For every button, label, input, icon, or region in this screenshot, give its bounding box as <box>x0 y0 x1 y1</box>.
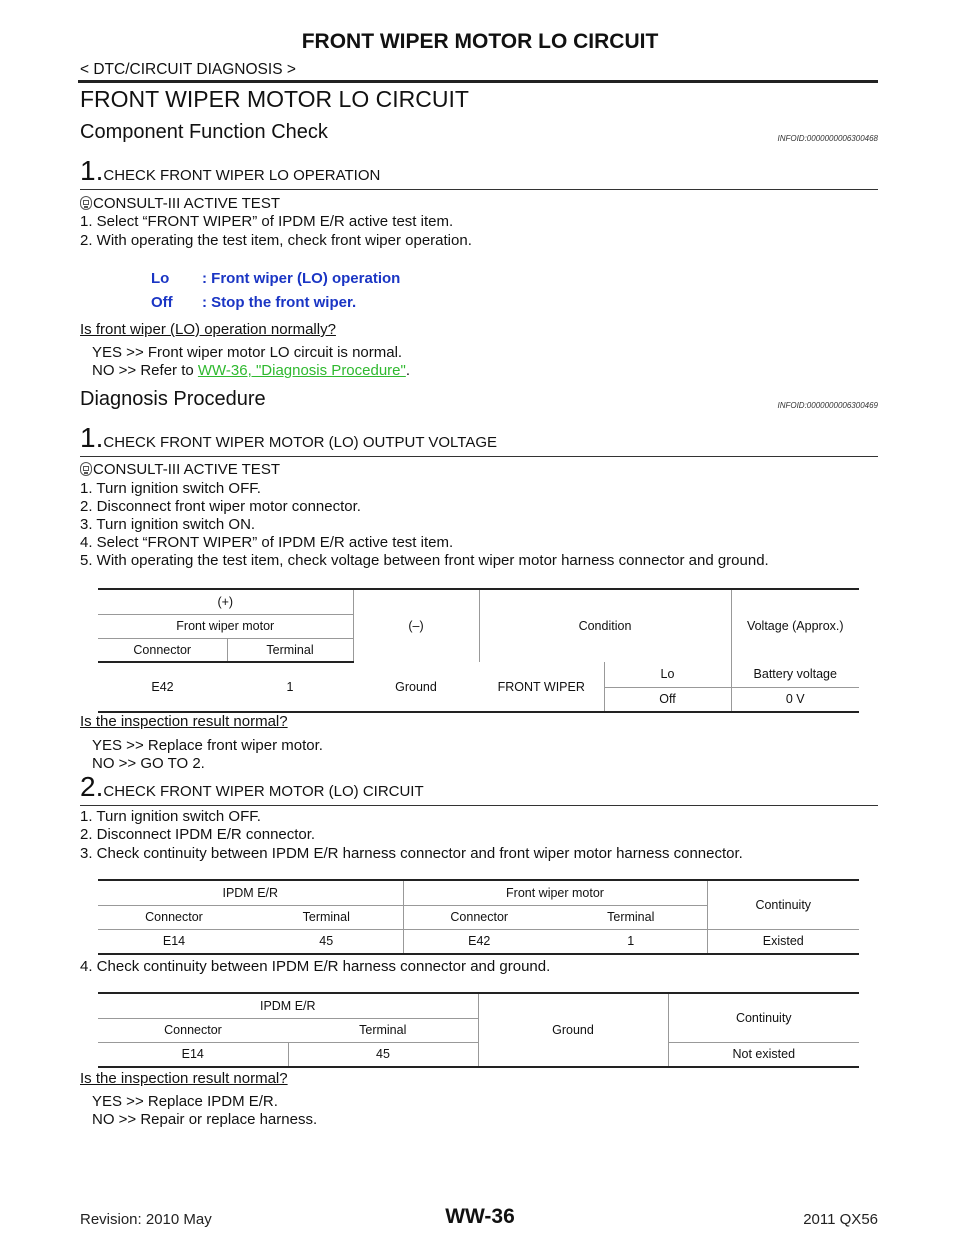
table-cell: 1 <box>555 929 707 955</box>
question-line: Is front wiper (LO) operation normally? <box>80 321 336 338</box>
no-line: NO >> GO TO 2. <box>92 755 205 772</box>
table-cell: 0 V <box>730 687 859 713</box>
spec-value-lo: : Front wiper (LO) operation <box>202 270 401 287</box>
table-cell: Off <box>603 687 731 713</box>
instruction-line: 4. Select “FRONT WIPER” of IPDM E/R acti… <box>80 534 454 551</box>
table-header: (+) <box>98 588 353 615</box>
no-line-suffix: . <box>405 362 411 379</box>
table-cell: Battery voltage <box>730 662 859 688</box>
table-cell: FRONT WIPER <box>479 662 604 713</box>
yes-line: YES >> Replace IPDM E/R. <box>92 1093 278 1110</box>
consult-line: CONSULT-III ACTIVE TEST <box>80 461 280 478</box>
table-cell: E14 <box>98 1042 288 1068</box>
table-header: Terminal <box>250 905 403 930</box>
step-number: 1. <box>80 422 104 453</box>
instruction-line: 2. Disconnect front wiper motor connecto… <box>80 498 361 515</box>
table-cell: 45 <box>287 1042 478 1068</box>
table-header: Voltage (Approx.) <box>730 588 859 662</box>
step-heading: 1.CHECK FRONT WIPER LO OPERATION <box>80 157 878 190</box>
instruction-line: 1. Select “FRONT WIPER” of IPDM E/R acti… <box>80 213 454 230</box>
spec-key-off: Off <box>151 294 173 311</box>
table-cell: Not existed <box>667 1042 859 1068</box>
no-line: NO >> Refer to WW-36, "Diagnosis Procedu… <box>92 362 410 379</box>
instruction-line: 3. Turn ignition switch ON. <box>80 516 256 533</box>
header-divider <box>78 80 878 83</box>
table-header: IPDM E/R <box>98 879 403 906</box>
section-heading-component-check: Component Function Check <box>80 121 328 143</box>
spec-key-lo: Lo <box>151 270 170 287</box>
revision-label: Revision: 2010 May <box>80 1211 212 1228</box>
step-number: 2. <box>80 771 104 802</box>
page-title: FRONT WIPER MOTOR LO CIRCUIT <box>80 86 469 112</box>
table-cell: E42 <box>402 929 555 955</box>
instruction-line: 2. Disconnect IPDM E/R connector. <box>80 826 316 843</box>
step-heading: 2.CHECK FRONT WIPER MOTOR (LO) CIRCUIT <box>80 773 878 806</box>
consult-tool-icon <box>80 196 92 210</box>
voltage-table: (+) (–) Condition Voltage (Approx.) Fron… <box>98 588 859 713</box>
spec-value-off: : Stop the front wiper. <box>202 294 357 311</box>
infoid-component-check: INFOID:0000000006300468 <box>777 134 878 143</box>
question-line: Is the inspection result normal? <box>80 713 288 730</box>
table-cell: Ground <box>477 992 668 1068</box>
no-line-text: NO >> Refer to <box>92 362 198 379</box>
instruction-line: 1. Turn ignition switch OFF. <box>80 808 261 825</box>
table-header: Continuity <box>706 879 859 930</box>
step-title: CHECK FRONT WIPER MOTOR (LO) CIRCUIT <box>103 783 424 800</box>
step-heading: 1.CHECK FRONT WIPER MOTOR (LO) OUTPUT VO… <box>80 424 878 457</box>
table-cell: E14 <box>98 929 250 955</box>
yes-line: YES >> Replace front wiper motor. <box>92 737 323 754</box>
header-title: FRONT WIPER MOTOR LO CIRCUIT <box>301 30 659 53</box>
instruction-line: 2. With operating the test item, check f… <box>80 232 472 249</box>
table-header: Terminal <box>288 1018 478 1043</box>
step-number: 1. <box>80 155 104 186</box>
table-header: Connector <box>402 905 555 930</box>
step-title: CHECK FRONT WIPER MOTOR (LO) OUTPUT VOLT… <box>103 434 497 451</box>
table-cell: 45 <box>250 929 403 955</box>
table-header: Connector <box>98 905 250 930</box>
diagnosis-procedure-link[interactable]: WW-36, "Diagnosis Procedure" <box>197 362 406 379</box>
table-header: (–) <box>352 588 479 662</box>
step-title: CHECK FRONT WIPER LO OPERATION <box>103 167 381 184</box>
table-cell: Ground <box>353 662 479 713</box>
table-header: Continuity <box>667 992 859 1043</box>
continuity-table-connectors: IPDM E/R Front wiper motor Continuity Co… <box>98 879 859 955</box>
breadcrumb: < DTC/CIRCUIT DIAGNOSIS > <box>80 61 296 78</box>
page-code: WW-36 <box>445 1205 515 1228</box>
instruction-line: 5. With operating the test item, check v… <box>80 552 769 569</box>
instruction-line: 4. Check continuity between IPDM E/R har… <box>80 958 551 975</box>
consult-label: CONSULT-III ACTIVE TEST <box>93 195 280 212</box>
table-header: Connector <box>98 1018 288 1043</box>
table-header: Terminal <box>555 905 707 930</box>
question-line: Is the inspection result normal? <box>80 1070 288 1087</box>
table-header: Front wiper motor <box>402 879 707 906</box>
yes-line: YES >> Front wiper motor LO circuit is n… <box>92 344 403 361</box>
instruction-line: 1. Turn ignition switch OFF. <box>80 480 261 497</box>
continuity-table-ground: IPDM E/R Ground Continuity Connector Ter… <box>98 992 859 1068</box>
table-header: Front wiper motor <box>98 614 353 639</box>
table-header: Connector <box>98 638 227 663</box>
table-header: IPDM E/R <box>98 992 478 1019</box>
no-line: NO >> Repair or replace harness. <box>92 1111 318 1128</box>
infoid-diagnosis: INFOID:0000000006300469 <box>777 401 878 410</box>
table-cell: Existed <box>706 929 859 955</box>
table-cell: Lo <box>603 662 731 688</box>
section-heading-diagnosis: Diagnosis Procedure <box>80 388 266 410</box>
table-cell: E42 <box>98 662 227 713</box>
consult-line: CONSULT-III ACTIVE TEST <box>80 195 280 212</box>
table-cell: 1 <box>227 662 353 713</box>
instruction-line: 3. Check continuity between IPDM E/R har… <box>80 845 743 862</box>
model-label: 2011 QX56 <box>803 1211 878 1228</box>
consult-label: CONSULT-III ACTIVE TEST <box>93 461 280 478</box>
table-header: Terminal <box>226 638 353 663</box>
consult-tool-icon <box>80 462 92 476</box>
table-header: Condition <box>478 588 731 662</box>
